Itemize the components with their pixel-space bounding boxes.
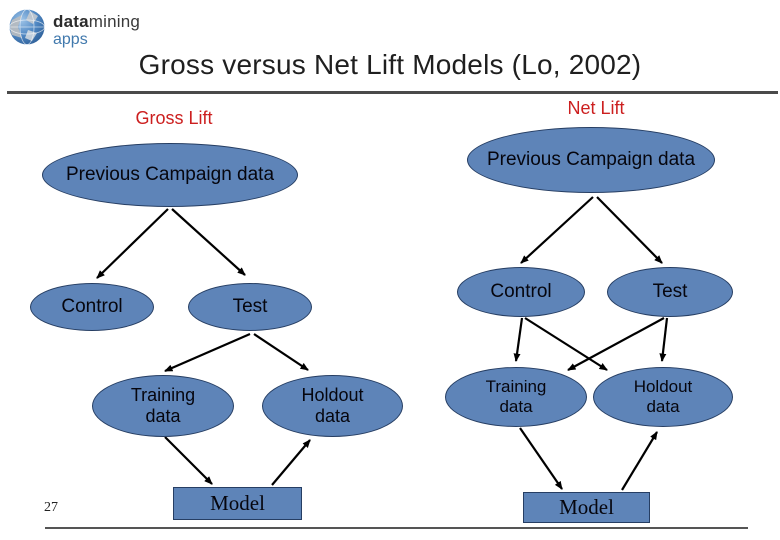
node-gross-previous-campaign-data: Previous Campaign data <box>42 143 298 207</box>
edge-net-control-training <box>513 317 524 362</box>
edge-net-test-training <box>567 317 665 371</box>
brand-sub: apps <box>53 31 88 48</box>
node-net-training-data: Training data <box>445 367 587 427</box>
node-net-model: Model <box>523 492 650 523</box>
node-gross-model: Model <box>173 487 302 520</box>
edge-net-test-holdout <box>659 317 669 362</box>
gross-lift-heading: Gross Lift <box>135 108 213 128</box>
node-net-previous-campaign-data: Previous Campaign data <box>467 127 715 193</box>
edge-gross-training-model <box>164 436 213 485</box>
edge-net-model-holdout <box>621 431 658 491</box>
edge-gross-model-holdout <box>271 439 311 486</box>
node-gross-test: Test <box>188 283 312 331</box>
slide-title: Gross versus Net Lift Models (Lo, 2002) <box>138 49 642 80</box>
node-net-control: Control <box>457 267 585 317</box>
node-net-test: Test <box>607 267 733 317</box>
brand-text: datamining apps <box>53 13 140 48</box>
net-lift-heading: Net Lift <box>567 98 625 118</box>
edge-gross-source-control <box>96 208 169 279</box>
edge-gross-source-test <box>171 208 246 276</box>
edge-net-source-test <box>596 196 663 264</box>
brand-name: datamining <box>53 12 141 31</box>
title-divider <box>7 91 778 94</box>
footer-divider <box>45 527 748 529</box>
edge-net-source-control <box>520 196 594 264</box>
edge-gross-test-holdout <box>253 333 309 371</box>
node-gross-training-data: Training data <box>92 375 234 437</box>
edge-gross-test-training <box>164 332 251 373</box>
node-gross-holdout-data: Holdout data <box>262 375 403 437</box>
logo: datamining apps <box>8 8 140 48</box>
edge-net-control-holdout <box>524 317 608 371</box>
globe-icon <box>9 9 45 45</box>
edge-net-training-model <box>519 427 563 490</box>
node-gross-control: Control <box>30 283 154 331</box>
node-net-holdout-data: Holdout data <box>593 367 733 427</box>
page-number: 27 <box>44 500 58 515</box>
